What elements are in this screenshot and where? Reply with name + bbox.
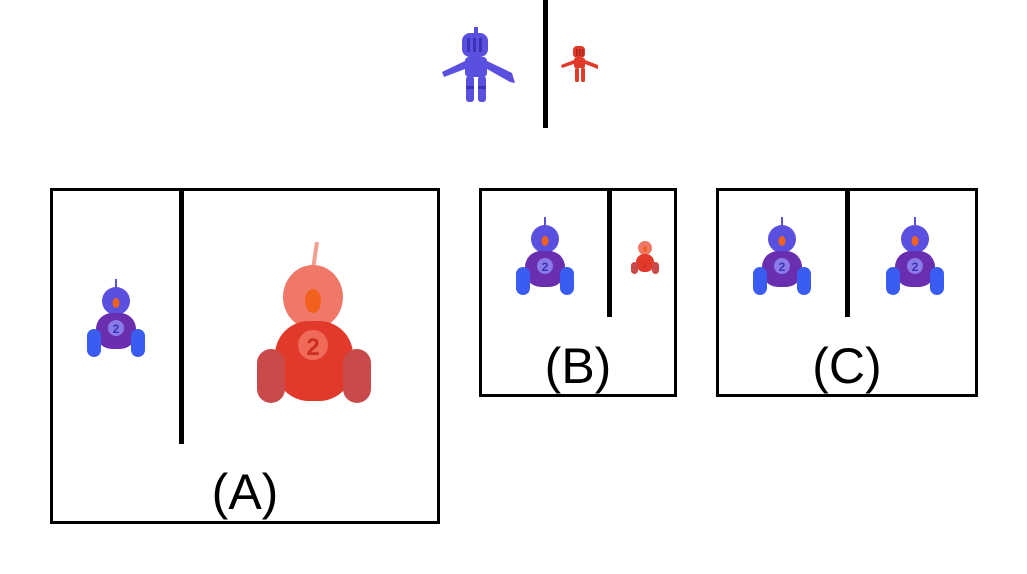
panel-b-divider — [607, 191, 612, 317]
panel-b-label: (B) — [544, 338, 612, 394]
reference-blue-knight — [440, 24, 518, 104]
robot-number: 2 — [912, 260, 919, 274]
robot-number: 2 — [306, 334, 319, 361]
blue-knight-icon — [442, 27, 515, 102]
robot-number: 2 — [643, 262, 647, 269]
robot-number: 2 — [779, 260, 786, 274]
panel-c: 2 2 (C) — [716, 188, 978, 397]
red-robot-icon: 2 — [631, 241, 659, 274]
panel-c-label: (C) — [812, 338, 882, 394]
panel-a-right-robot: 2 — [253, 239, 375, 407]
panel-c-right-robot: 2 — [884, 215, 946, 301]
panel-a: 2 2 (A) — [50, 188, 440, 524]
panel-c-left-robot: 2 — [751, 215, 813, 301]
robot-number: 2 — [542, 260, 549, 274]
panel-a-left-robot: 2 — [85, 277, 147, 363]
red-robot-icon: 2 — [257, 241, 371, 403]
blue-robot-icon: 2 — [886, 217, 944, 295]
blue-robot-icon: 2 — [87, 279, 145, 357]
panel-b: 2 2 (B) — [479, 188, 677, 397]
panel-b-right-robot: 2 — [629, 237, 661, 277]
panel-b-left-robot: 2 — [514, 215, 576, 301]
robot-number: 2 — [113, 322, 120, 336]
panel-a-divider — [179, 191, 184, 444]
blue-robot-icon: 2 — [516, 217, 574, 295]
blue-robot-icon: 2 — [753, 217, 811, 295]
panel-c-divider — [845, 191, 850, 317]
red-knight-icon — [561, 46, 598, 82]
reference-divider — [543, 0, 548, 128]
panel-a-label: (A) — [211, 464, 279, 520]
reference-red-knight — [560, 44, 600, 84]
